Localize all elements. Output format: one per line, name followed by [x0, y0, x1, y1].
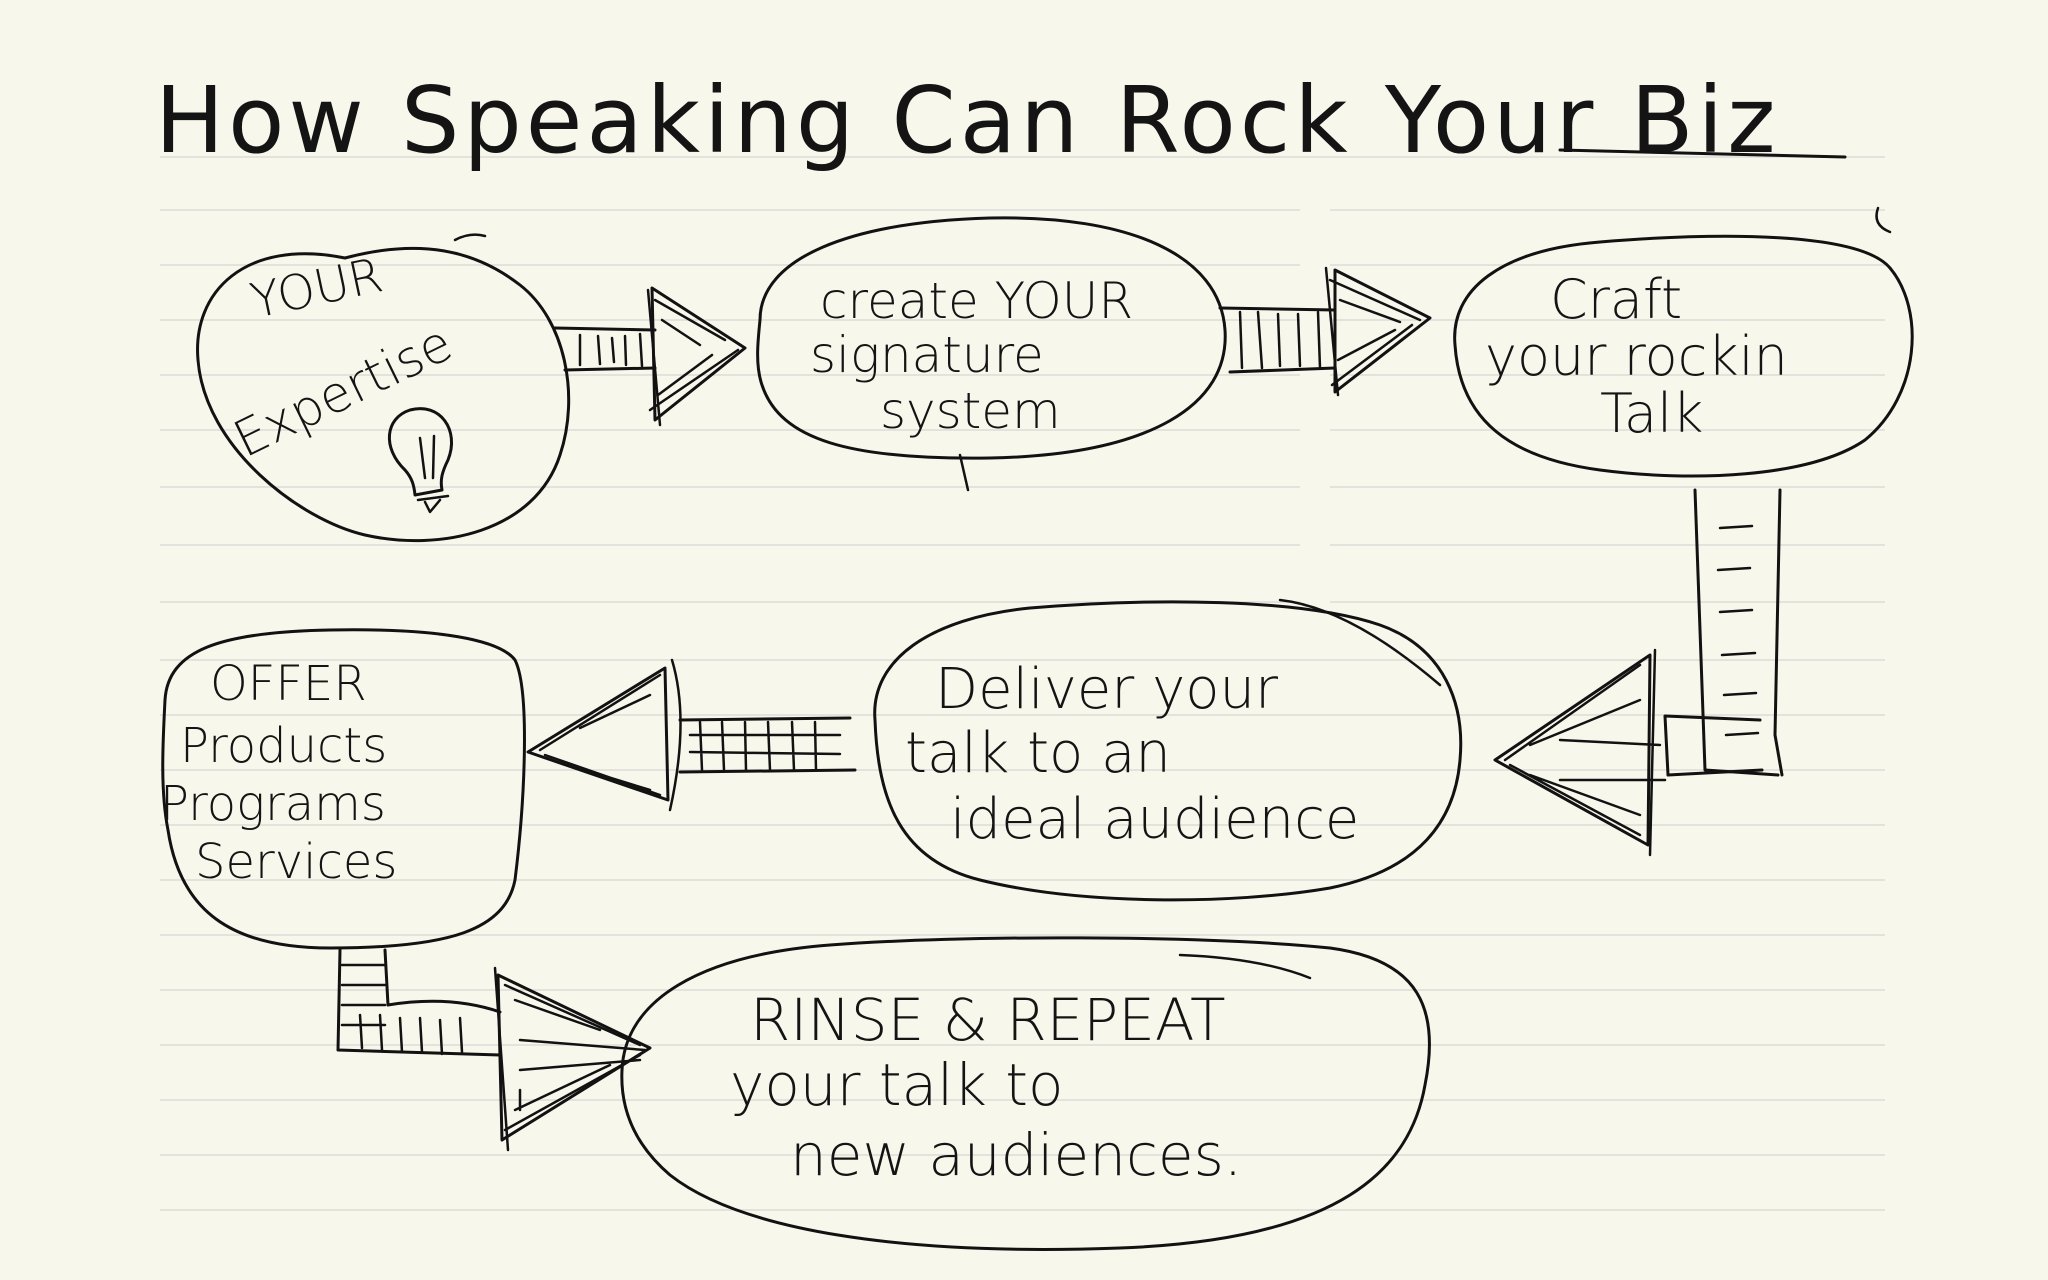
step-bubble [196, 246, 571, 543]
step-line: create YOUR [820, 272, 1133, 330]
step-line: Programs [160, 776, 386, 832]
step-line: your rockin [1485, 325, 1788, 388]
step-line: signature [810, 326, 1044, 384]
step-line: new audiences. [790, 1121, 1242, 1189]
step-line: talk to an [905, 721, 1171, 786]
step-bubble [620, 936, 1432, 1251]
arrow-icon [553, 286, 747, 427]
bubble-stroke [1278, 598, 1442, 687]
step-bubble [756, 216, 1227, 460]
step-signature-system: create YOUR signature system [756, 216, 1227, 492]
step-bubble [161, 628, 526, 950]
arrow-icon [526, 658, 857, 812]
title-underline [1558, 148, 1847, 159]
step-line: Products [180, 718, 387, 774]
step-your-expertise: YOUR Expertise [196, 233, 571, 543]
arrow-icon [1493, 488, 1784, 857]
step-line: OFFER [210, 656, 367, 712]
ruled-lines [160, 156, 1885, 1211]
step-line: Talk [1600, 382, 1703, 445]
step-line: Craft [1550, 268, 1682, 331]
step-line: ideal audience [950, 787, 1359, 852]
step-line: Expertise [225, 314, 461, 469]
lightbulb-icon [388, 407, 454, 514]
step-rinse-repeat: RINSE & REPEAT your talk to new audience… [620, 936, 1432, 1251]
step-line: Deliver your [935, 657, 1278, 722]
step-line: Services [195, 834, 397, 890]
arrow-icon [1218, 266, 1432, 397]
bubble-stroke [958, 453, 970, 492]
bubble-stroke [1875, 206, 1892, 234]
page-title: How Speaking Can Rock Your Biz [155, 67, 1779, 174]
step-deliver-talk: Deliver your talk to an ideal audience [873, 598, 1463, 902]
arrow-icon [336, 948, 652, 1152]
step-line: system [880, 382, 1061, 440]
step-bubble [1453, 234, 1914, 478]
bubble-stroke [453, 233, 487, 242]
step-craft-talk: Craft your rockin Talk [1453, 206, 1914, 478]
step-line: RINSE & REPEAT [750, 986, 1226, 1054]
step-line: your talk to [730, 1051, 1064, 1119]
bubble-stroke [1178, 953, 1312, 980]
step-bubble [873, 600, 1463, 902]
step-offer: OFFER Products Programs Services [160, 628, 526, 950]
